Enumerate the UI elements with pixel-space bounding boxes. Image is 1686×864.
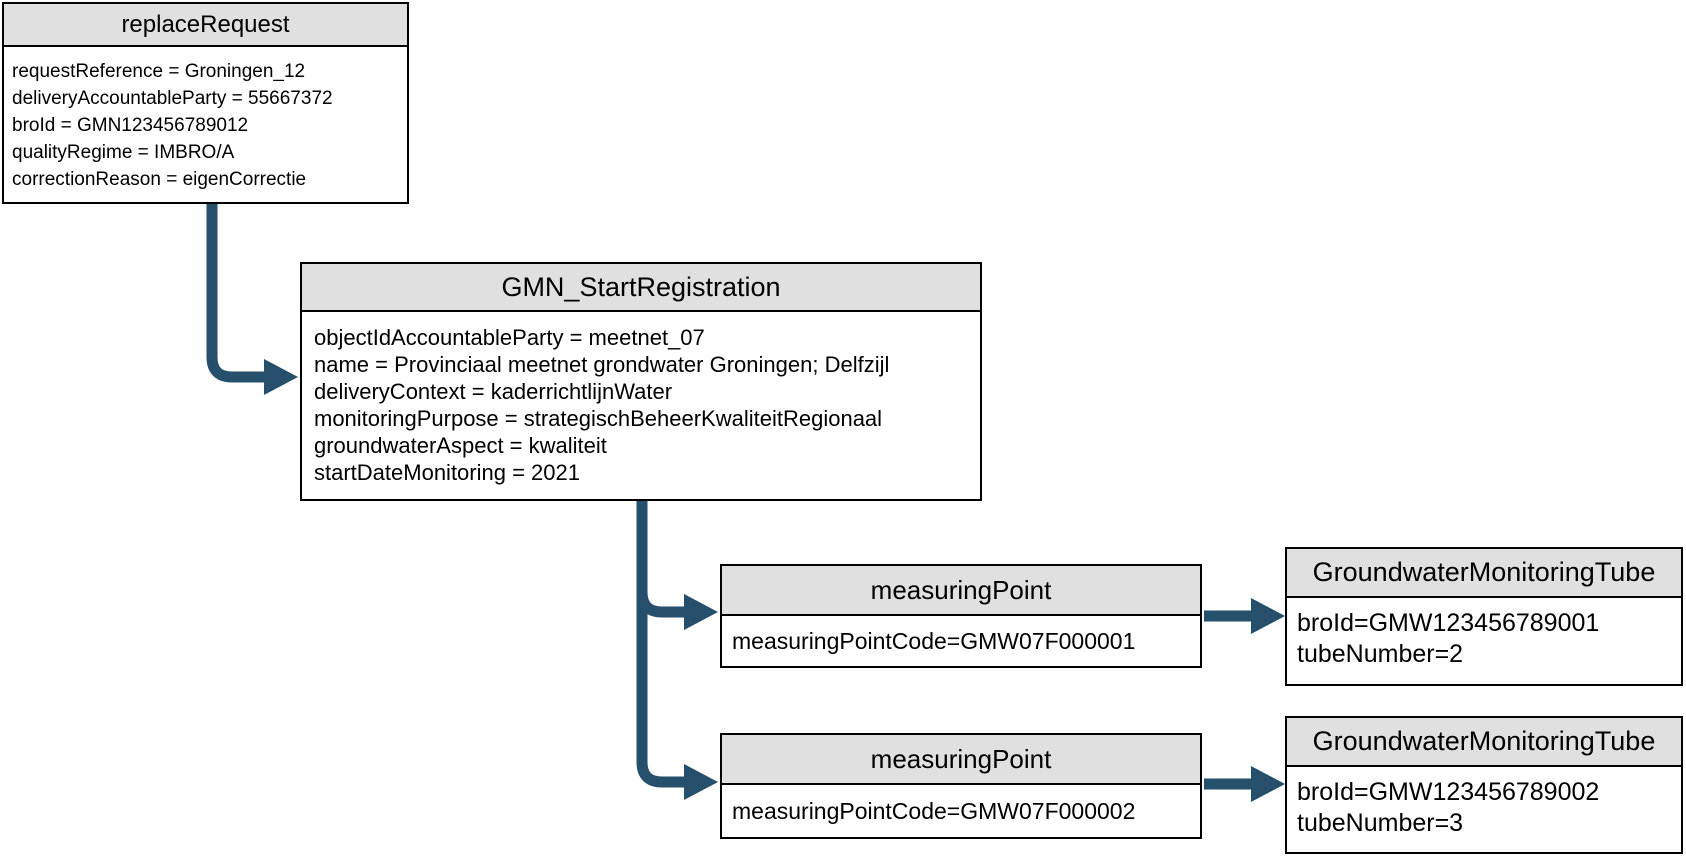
- node-gmn-start-registration-body: objectIdAccountableParty = meetnet_07 na…: [302, 312, 980, 499]
- node-measuring-point-1-header: measuringPoint: [722, 566, 1200, 616]
- node-measuring-point-2-body: measuringPointCode=GMW07F000002: [722, 785, 1200, 837]
- node-measuring-point-2: measuringPoint measuringPointCode=GMW07F…: [720, 733, 1202, 839]
- node-replace-request: replaceRequest requestReference = Gronin…: [2, 2, 409, 204]
- attribute-line: groundwaterAspect = kwaliteit: [314, 433, 607, 458]
- node-title: GroundwaterMonitoringTube: [1312, 557, 1656, 587]
- node-groundwater-monitoring-tube-2-header: GroundwaterMonitoringTube: [1287, 718, 1681, 767]
- arrowhead-measuringpoint-1-icon: [684, 594, 718, 630]
- node-title: measuringPoint: [870, 574, 1052, 605]
- attribute-line: tubeNumber=2: [1297, 640, 1464, 668]
- node-groundwater-monitoring-tube-1-header: GroundwaterMonitoringTube: [1287, 549, 1681, 598]
- attribute-line: objectIdAccountableParty = meetnet_07: [314, 325, 705, 350]
- attribute-line: name = Provinciaal meetnet grondwater Gr…: [314, 352, 890, 377]
- attribute-line: broId=GMW123456789002: [1297, 778, 1600, 806]
- node-measuring-point-1-body: measuringPointCode=GMW07F000001: [722, 616, 1200, 666]
- node-replace-request-header: replaceRequest: [4, 4, 407, 47]
- attribute-line: startDateMonitoring = 2021: [314, 460, 580, 485]
- node-measuring-point-2-header: measuringPoint: [722, 735, 1200, 785]
- attribute-line: broId = GMN123456789012: [12, 115, 249, 136]
- attribute-line: measuringPointCode=GMW07F000002: [732, 797, 1136, 824]
- attribute-line: correctionReason = eigenCorrectie: [12, 169, 307, 190]
- connector-gmn-to-measuringpoint-1: [636, 501, 684, 618]
- arrowhead-tube-2-icon: [1251, 766, 1285, 802]
- node-gmn-start-registration-header: GMN_StartRegistration: [302, 264, 980, 312]
- node-groundwater-monitoring-tube-1-body: broId=GMW123456789001 tubeNumber=2: [1287, 598, 1681, 684]
- node-title: GroundwaterMonitoringTube: [1312, 726, 1656, 756]
- node-title: measuringPoint: [870, 743, 1052, 774]
- node-groundwater-monitoring-tube-2: GroundwaterMonitoringTube broId=GMW12345…: [1285, 716, 1683, 854]
- node-groundwater-monitoring-tube-1: GroundwaterMonitoringTube broId=GMW12345…: [1285, 547, 1683, 686]
- attribute-line: measuringPointCode=GMW07F000001: [732, 627, 1136, 654]
- node-measuring-point-1: measuringPoint measuringPointCode=GMW07F…: [720, 564, 1202, 668]
- attribute-line: deliveryContext = kaderrichtlijnWater: [314, 379, 673, 404]
- attribute-line: deliveryAccountableParty = 55667372: [12, 88, 333, 109]
- attribute-line: monitoringPurpose = strategischBeheerKwa…: [314, 406, 883, 431]
- arrowhead-gmn-icon: [264, 359, 298, 395]
- arrowhead-measuringpoint-2-icon: [684, 764, 718, 800]
- attribute-line: qualityRegime = IMBRO/A: [12, 142, 235, 163]
- attribute-line: requestReference = Groningen_12: [12, 61, 306, 82]
- attribute-line: tubeNumber=3: [1297, 809, 1464, 837]
- connector-replacerequest-to-gmn: [206, 204, 264, 383]
- arrowhead-tube-1-icon: [1251, 598, 1285, 634]
- node-replace-request-body: requestReference = Groningen_12 delivery…: [4, 47, 407, 202]
- node-title: GMN_StartRegistration: [501, 271, 781, 302]
- node-gmn-start-registration: GMN_StartRegistration objectIdAccountabl…: [300, 262, 982, 501]
- connector-gmn-to-measuringpoint-2: [636, 501, 684, 788]
- node-groundwater-monitoring-tube-2-body: broId=GMW123456789002 tubeNumber=3: [1287, 767, 1681, 852]
- node-title: replaceRequest: [121, 10, 290, 38]
- attribute-line: broId=GMW123456789001: [1297, 609, 1600, 637]
